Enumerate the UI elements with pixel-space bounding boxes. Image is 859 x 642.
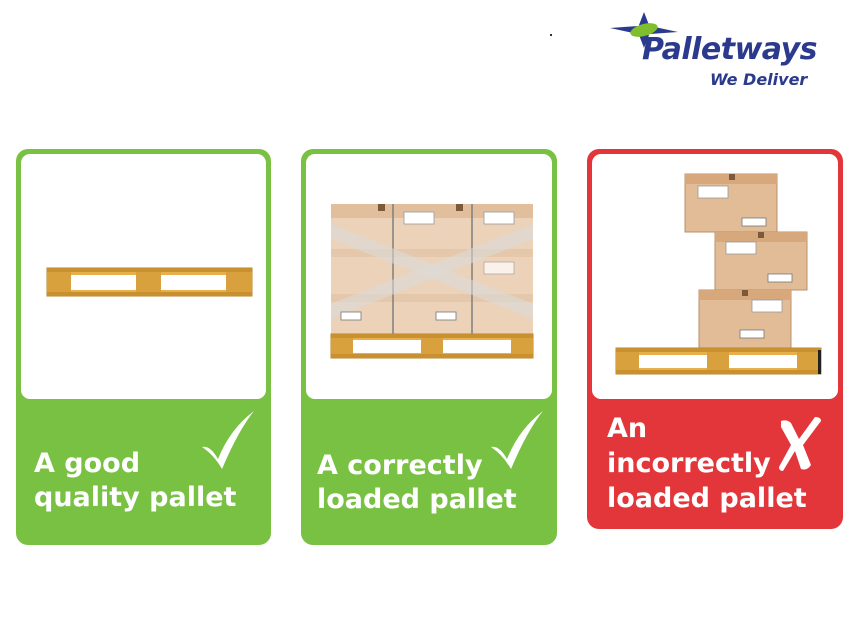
check-icon — [198, 407, 258, 471]
card-correctly-loaded: A correctly loaded pallet — [301, 149, 557, 545]
card-image — [306, 154, 552, 399]
palletways-logo: Palletways We Deliver — [604, 8, 824, 92]
brand-tagline: We Deliver — [710, 70, 808, 89]
unstable-pallet-icon — [615, 173, 822, 375]
card-caption: A correctly loaded pallet — [317, 449, 517, 517]
card-incorrectly-loaded: An incorrectly loaded pallet — [587, 149, 843, 529]
logo-star-icon — [610, 12, 678, 48]
caption-line: A correctly — [317, 450, 483, 481]
check-icon — [487, 407, 547, 471]
card-good-pallet: A good quality pallet — [16, 149, 271, 545]
card-image — [21, 154, 266, 399]
cross-icon — [777, 415, 823, 473]
stray-dot — [550, 34, 552, 36]
card-caption: A good quality pallet — [34, 447, 236, 515]
caption-line: loaded pallet — [607, 483, 807, 515]
card-caption: An incorrectly loaded pallet — [607, 411, 807, 516]
caption-line: A good — [34, 448, 141, 479]
caption-line: loaded pallet — [317, 483, 517, 515]
caption-line: quality pallet — [34, 481, 237, 513]
caption-line: An — [607, 413, 648, 444]
brand-name: Palletways — [642, 32, 818, 67]
loaded-pallet-icon — [330, 204, 534, 359]
card-image — [592, 154, 838, 399]
caption-line: incorrectly — [607, 448, 771, 480]
empty-pallet-icon — [46, 267, 253, 297]
